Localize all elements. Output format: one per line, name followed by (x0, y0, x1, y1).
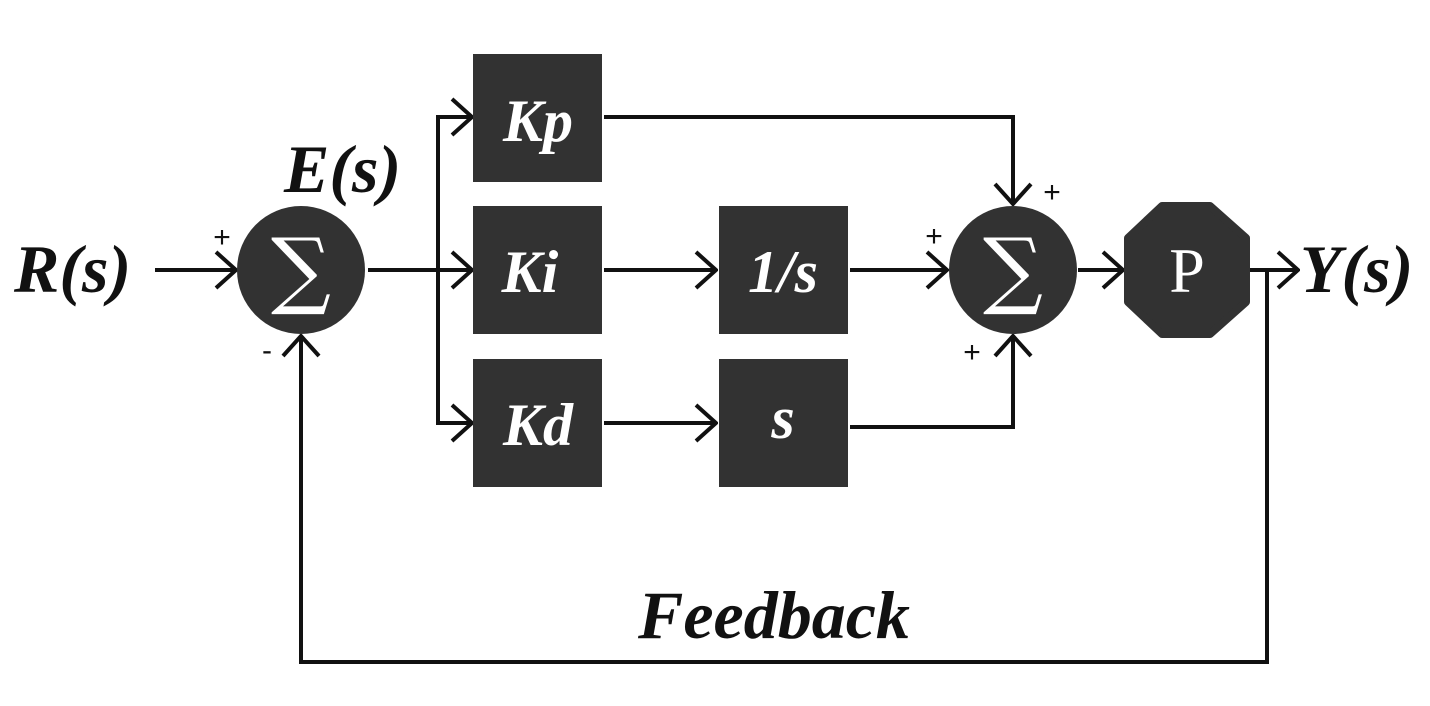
kp-to-sum-arrow (604, 115, 1013, 204)
output-label: Y(s) (1300, 231, 1413, 307)
kd-block: Kd (473, 359, 602, 487)
plant-block: P (1124, 202, 1250, 338)
differentiator-label: s (770, 385, 794, 451)
error-summing-junction: ∑ (237, 206, 365, 334)
sigma-icon: ∑ (271, 220, 331, 318)
kp-block: Kp (473, 54, 602, 182)
differentiator-block: s (719, 359, 848, 487)
integrator-label: 1/s (748, 239, 818, 305)
sigma-icon: ∑ (983, 220, 1043, 318)
controller-sum-left-plus-sign: + (925, 220, 943, 253)
error-label: E(s) (283, 131, 401, 207)
kd-label: Kd (502, 392, 574, 458)
controller-sum-top-plus-sign: + (1043, 176, 1061, 209)
controller-sum-bottom-plus-sign: + (963, 336, 981, 369)
feedback-path (301, 270, 1269, 664)
plant-label: P (1169, 235, 1205, 306)
error-sum-minus-sign: - (262, 334, 272, 367)
feedback-label: Feedback (637, 577, 910, 653)
ki-label: Ki (501, 239, 559, 305)
kp-label: Kp (502, 88, 573, 154)
integrator-block: 1/s (719, 206, 848, 334)
controller-summing-junction: ∑ (949, 206, 1077, 334)
input-label: R(s) (13, 231, 131, 307)
error-sum-plus-sign: + (213, 221, 231, 254)
ki-block: Ki (473, 206, 602, 334)
differentiator-to-sum-arrow (850, 336, 1013, 429)
